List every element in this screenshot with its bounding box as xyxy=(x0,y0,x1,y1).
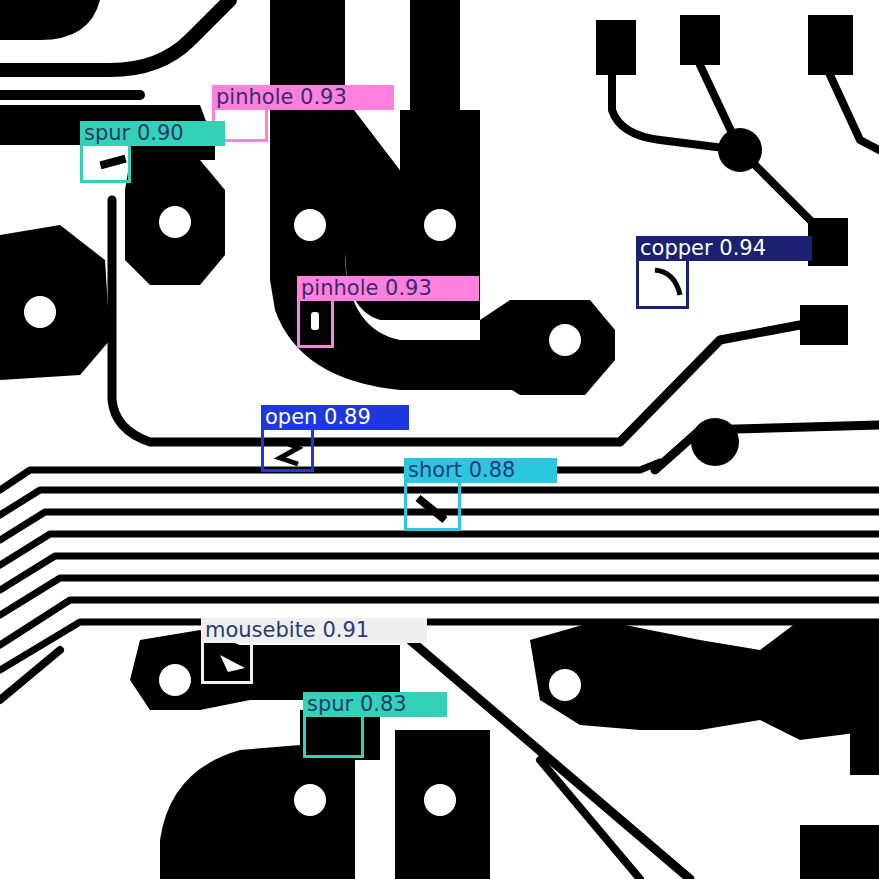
copper-box: copper 0.94 xyxy=(636,258,689,309)
spur-box: spur 0.90 xyxy=(80,143,131,183)
detection-label: spur 0.83 xyxy=(303,692,447,717)
short-box: short 0.88 xyxy=(404,480,461,531)
detection-label: pinhole 0.93 xyxy=(297,276,479,301)
detection-label: mousebite 0.91 xyxy=(201,618,427,643)
detection-label: open 0.89 xyxy=(261,405,409,430)
mousebite-box: mousebite 0.91 xyxy=(201,640,253,684)
detection-label: pinhole 0.93 xyxy=(212,85,394,110)
pinhole-box: pinhole 0.93 xyxy=(297,298,334,348)
detection-label: short 0.88 xyxy=(404,458,557,483)
open-box: open 0.89 xyxy=(261,427,314,472)
detection-label: spur 0.90 xyxy=(80,121,225,146)
detection-label: copper 0.94 xyxy=(636,236,812,261)
spur-box: spur 0.83 xyxy=(303,714,364,758)
